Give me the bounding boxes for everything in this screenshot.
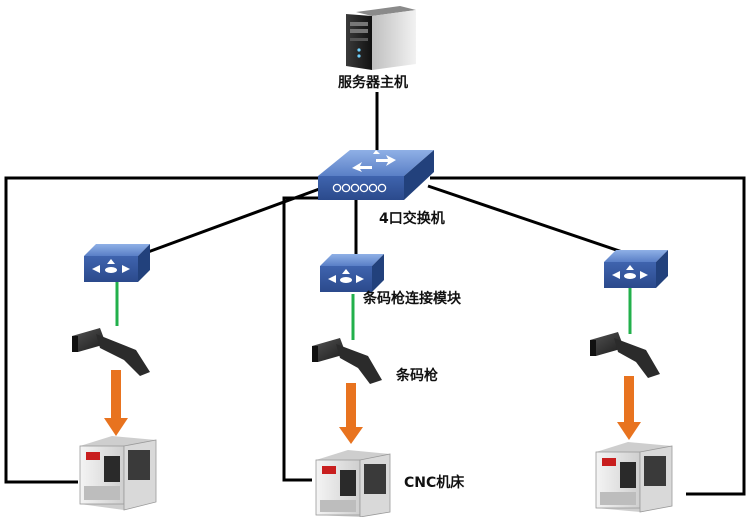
cable-center-machine bbox=[282, 196, 322, 482]
cnc-machine-icon-left bbox=[79, 436, 157, 511]
barcode-scanner-icon-right bbox=[590, 332, 660, 378]
data-links bbox=[115, 282, 632, 340]
barcode-scanner-icon-left bbox=[72, 328, 150, 376]
server-label: 服务器主机 bbox=[338, 75, 408, 91]
module-label: 条码枪连接模块 bbox=[363, 291, 461, 307]
cable-right-machine bbox=[430, 176, 746, 496]
machine-label: CNC机床 bbox=[404, 475, 465, 491]
server-icon bbox=[346, 6, 416, 70]
scan-arrow-right bbox=[617, 376, 641, 440]
scan-arrow-center bbox=[339, 383, 363, 444]
cable-left-machine bbox=[4, 176, 320, 484]
cable-switch-module-left bbox=[147, 186, 323, 254]
scanner-label: 条码枪 bbox=[396, 368, 438, 384]
cable-switch-module-right bbox=[427, 184, 641, 260]
cnc-machine-icon-center bbox=[315, 450, 391, 518]
cnc-machine-icon-right bbox=[595, 442, 673, 513]
scan-arrow-left bbox=[104, 370, 128, 436]
module-icon-right bbox=[604, 250, 668, 288]
network-cables bbox=[4, 92, 746, 496]
barcode-scanner-icon-center bbox=[312, 338, 382, 384]
switch-label: 4口交换机 bbox=[379, 211, 445, 227]
module-icon-center bbox=[320, 254, 384, 292]
main-switch-icon bbox=[318, 150, 434, 200]
module-icon-left bbox=[84, 244, 150, 282]
scan-arrows bbox=[104, 370, 641, 444]
